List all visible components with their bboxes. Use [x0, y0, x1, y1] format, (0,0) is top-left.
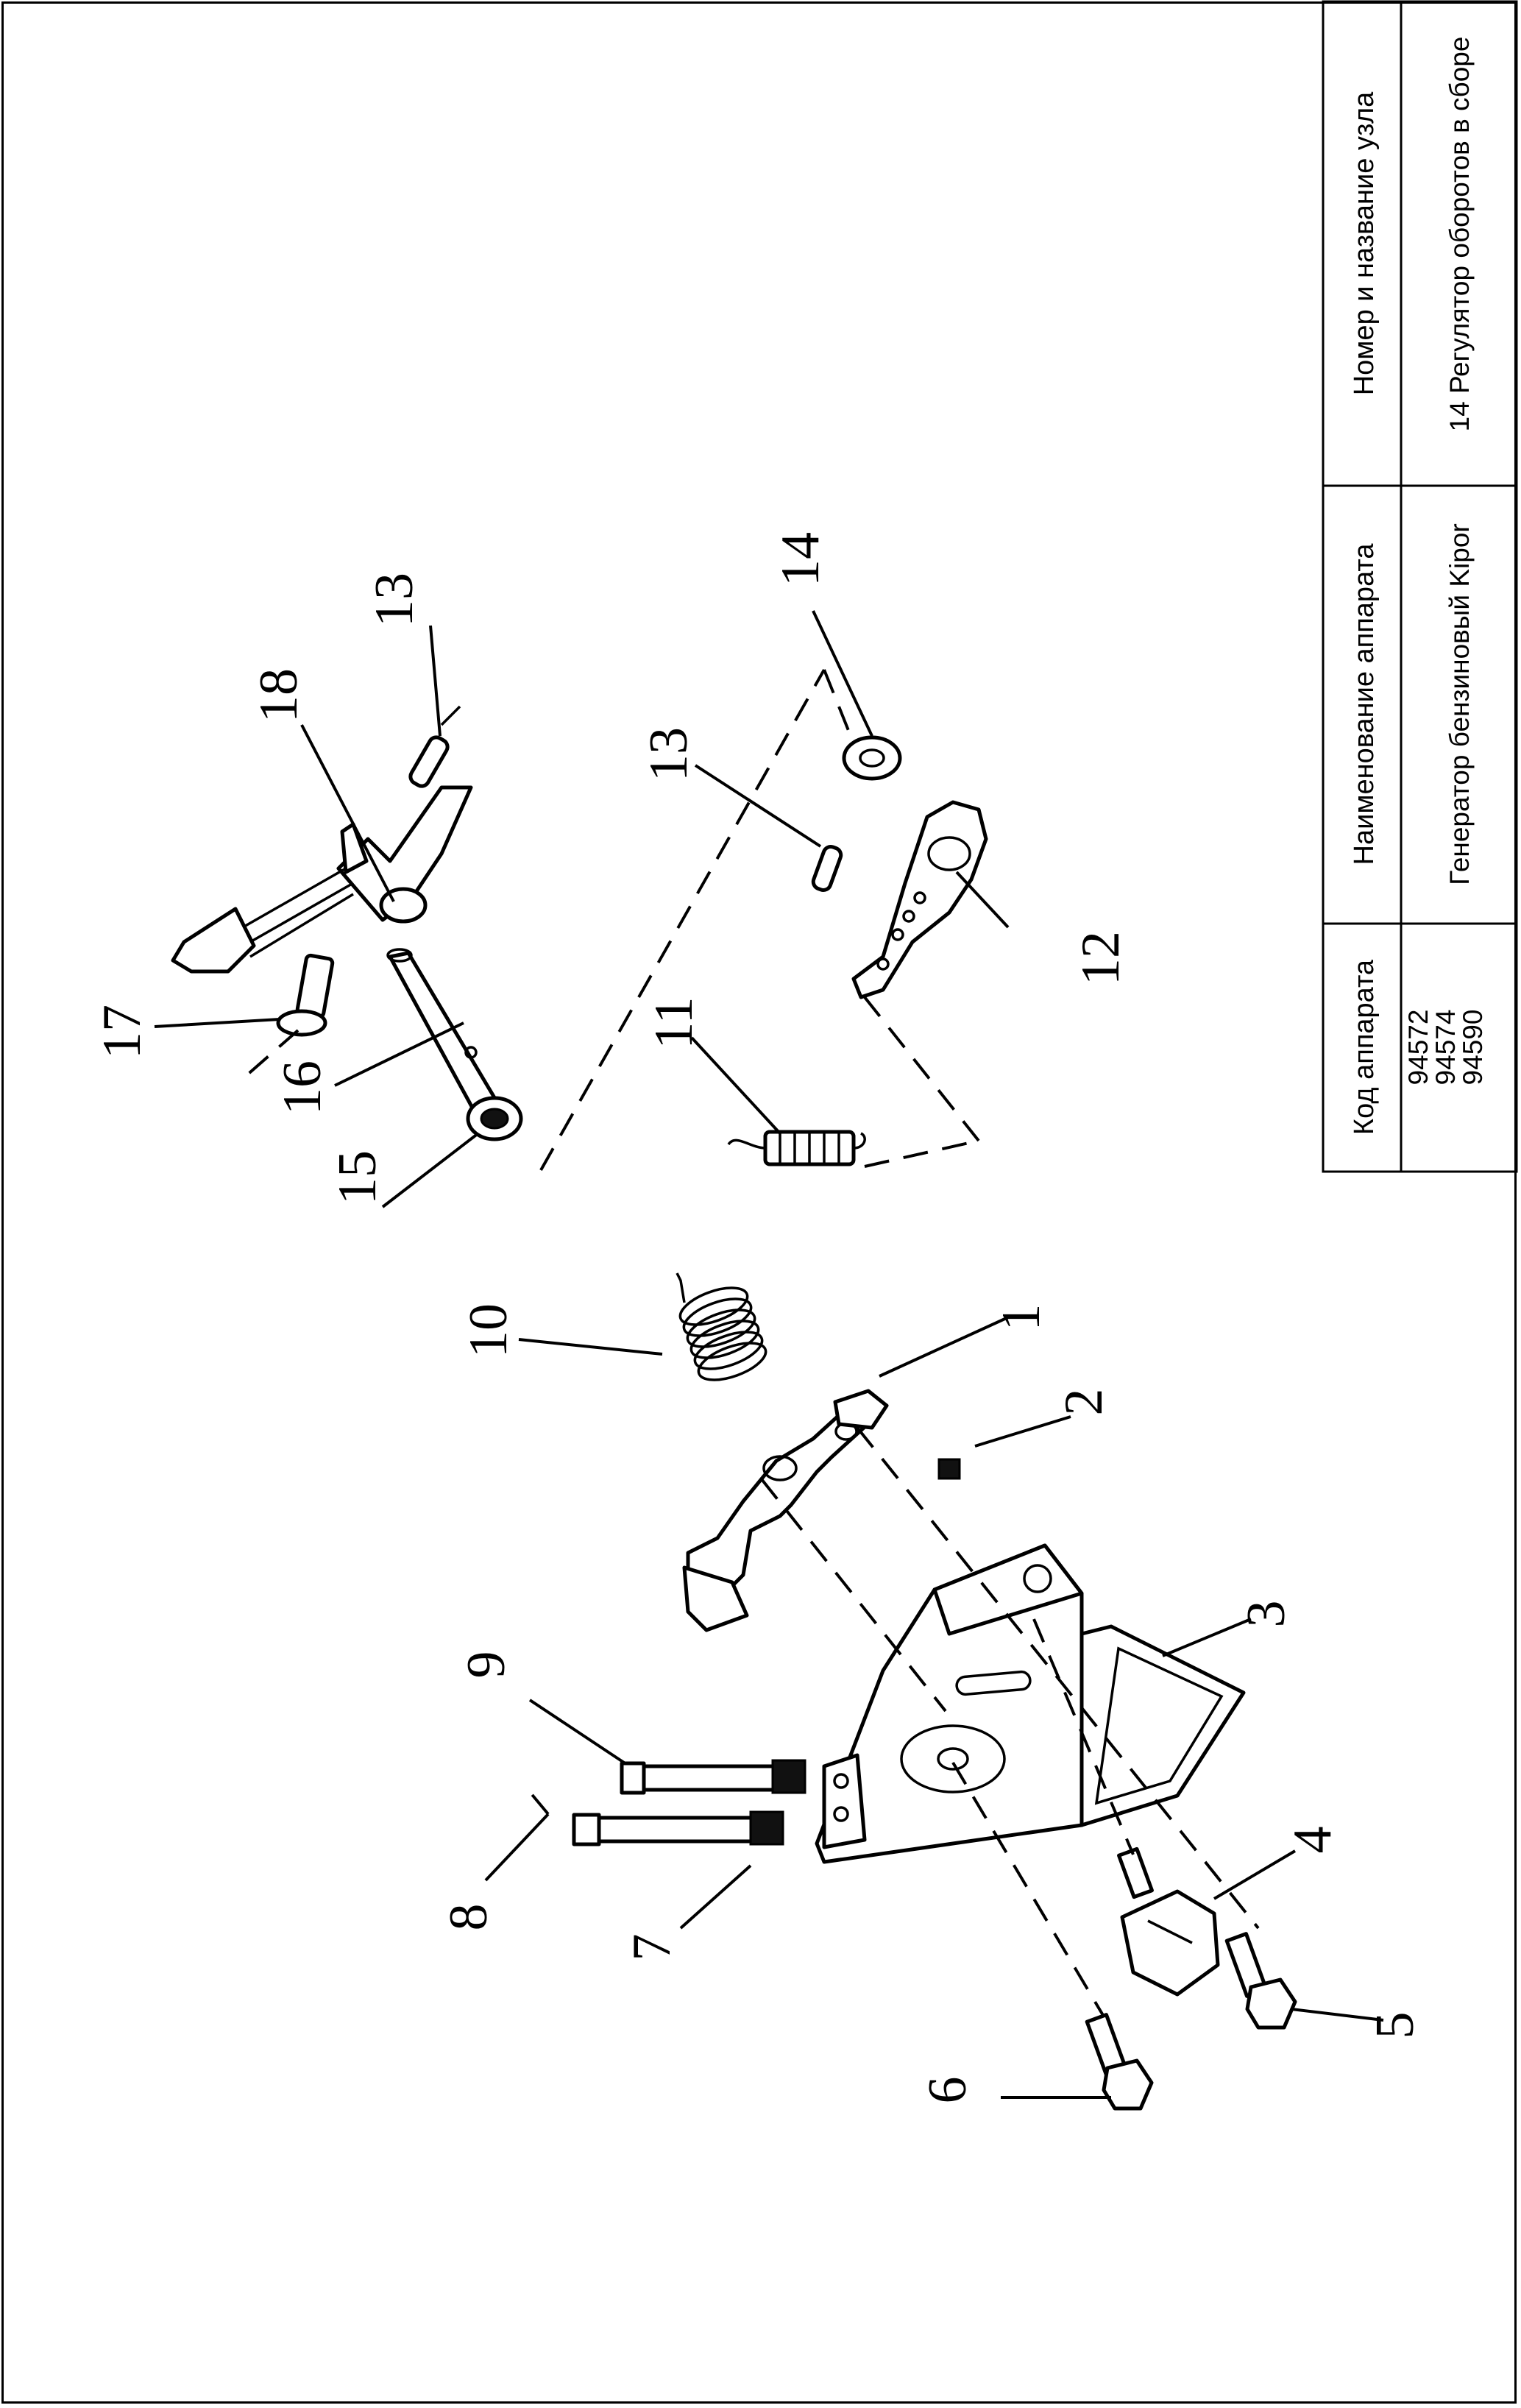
leader-10	[518, 1338, 663, 1356]
callout-6: 6	[918, 2077, 978, 2104]
callout-7: 7	[622, 1934, 682, 1961]
table-header-device: Наименование аппарата	[1349, 543, 1380, 865]
callout-18: 18	[249, 668, 309, 723]
part-bolt-17	[276, 953, 335, 1037]
leader-17	[154, 1018, 280, 1028]
leader-13-upper	[429, 625, 442, 737]
table-device-name: Генератор бензиновый Kipor	[1444, 523, 1475, 885]
part-spring-11	[727, 1130, 866, 1166]
leader-3	[1162, 1618, 1252, 1657]
table-code-1: 94572	[1403, 1010, 1433, 1086]
part-washer-14	[842, 735, 902, 781]
table-header-assembly: Номер и название узла	[1349, 91, 1380, 395]
callout-labels: 1 2 3 4 5 6 7 8 9 10 11 12 13 13 14 15 1…	[92, 532, 1425, 2104]
assembly-dashed-lines	[238, 669, 1260, 2018]
leader-5	[1291, 2008, 1384, 2022]
callout-16: 16	[272, 1060, 333, 1115]
part-knob	[1117, 1846, 1220, 1997]
leader-11	[690, 1036, 781, 1135]
parts-table: Код аппарата 94572 94574 94590 Наименова…	[1322, 0, 1518, 1173]
callout-2: 2	[1054, 1389, 1114, 1416]
callout-13-lower: 13	[639, 727, 699, 782]
part-bracket	[815, 1543, 1246, 1864]
leader-4	[1213, 1849, 1297, 1900]
callout-12: 12	[1071, 931, 1131, 985]
part-bolt-6	[1085, 2013, 1154, 2111]
leader-16	[334, 1021, 464, 1087]
callout-14: 14	[770, 532, 831, 587]
table-header-code: Код аппарата	[1349, 959, 1380, 1135]
part-bolt-5	[1224, 1932, 1297, 2030]
leader-2	[974, 1415, 1071, 1448]
callout-leaders	[154, 610, 1384, 2099]
leader-14	[812, 610, 873, 737]
part-governor-fork-18	[171, 785, 473, 974]
part-coil-spring	[676, 1272, 767, 1381]
leader-12	[955, 871, 1010, 929]
callout-9: 9	[456, 1651, 517, 1679]
callout-17: 17	[92, 1005, 152, 1059]
callout-3: 3	[1236, 1601, 1297, 1628]
leader-8	[484, 1813, 550, 1882]
callout-1: 1	[991, 1304, 1052, 1331]
part-lever-12	[851, 800, 988, 999]
part-pin-13-lower	[811, 845, 843, 892]
part-governor-arm	[682, 1389, 889, 1632]
callout-11: 11	[644, 996, 704, 1049]
callout-15: 15	[327, 1150, 388, 1205]
part-washer-15	[466, 1096, 523, 1141]
callout-5: 5	[1365, 2012, 1425, 2039]
part-small-nut	[937, 1458, 961, 1480]
callout-10: 10	[458, 1303, 519, 1358]
part-pin-13-upper	[408, 705, 461, 788]
callout-4: 4	[1283, 1827, 1343, 1854]
callout-8: 8	[439, 1904, 499, 1931]
callout-13-upper: 13	[364, 573, 425, 627]
leader-7	[679, 1864, 752, 1930]
table-code-2: 94574	[1430, 1010, 1461, 1086]
table-assembly-name: 14 Регулятор оборотов в сборе	[1444, 37, 1475, 432]
leader-9	[528, 1699, 625, 1764]
table-code-3: 94590	[1458, 1010, 1488, 1086]
leader-15	[381, 1132, 480, 1208]
leader-13-lower	[694, 764, 822, 848]
leader-18	[300, 724, 395, 902]
leader-1	[879, 1316, 1009, 1378]
part-screw-7	[572, 1810, 784, 1846]
part-screw-9	[620, 1759, 806, 1795]
